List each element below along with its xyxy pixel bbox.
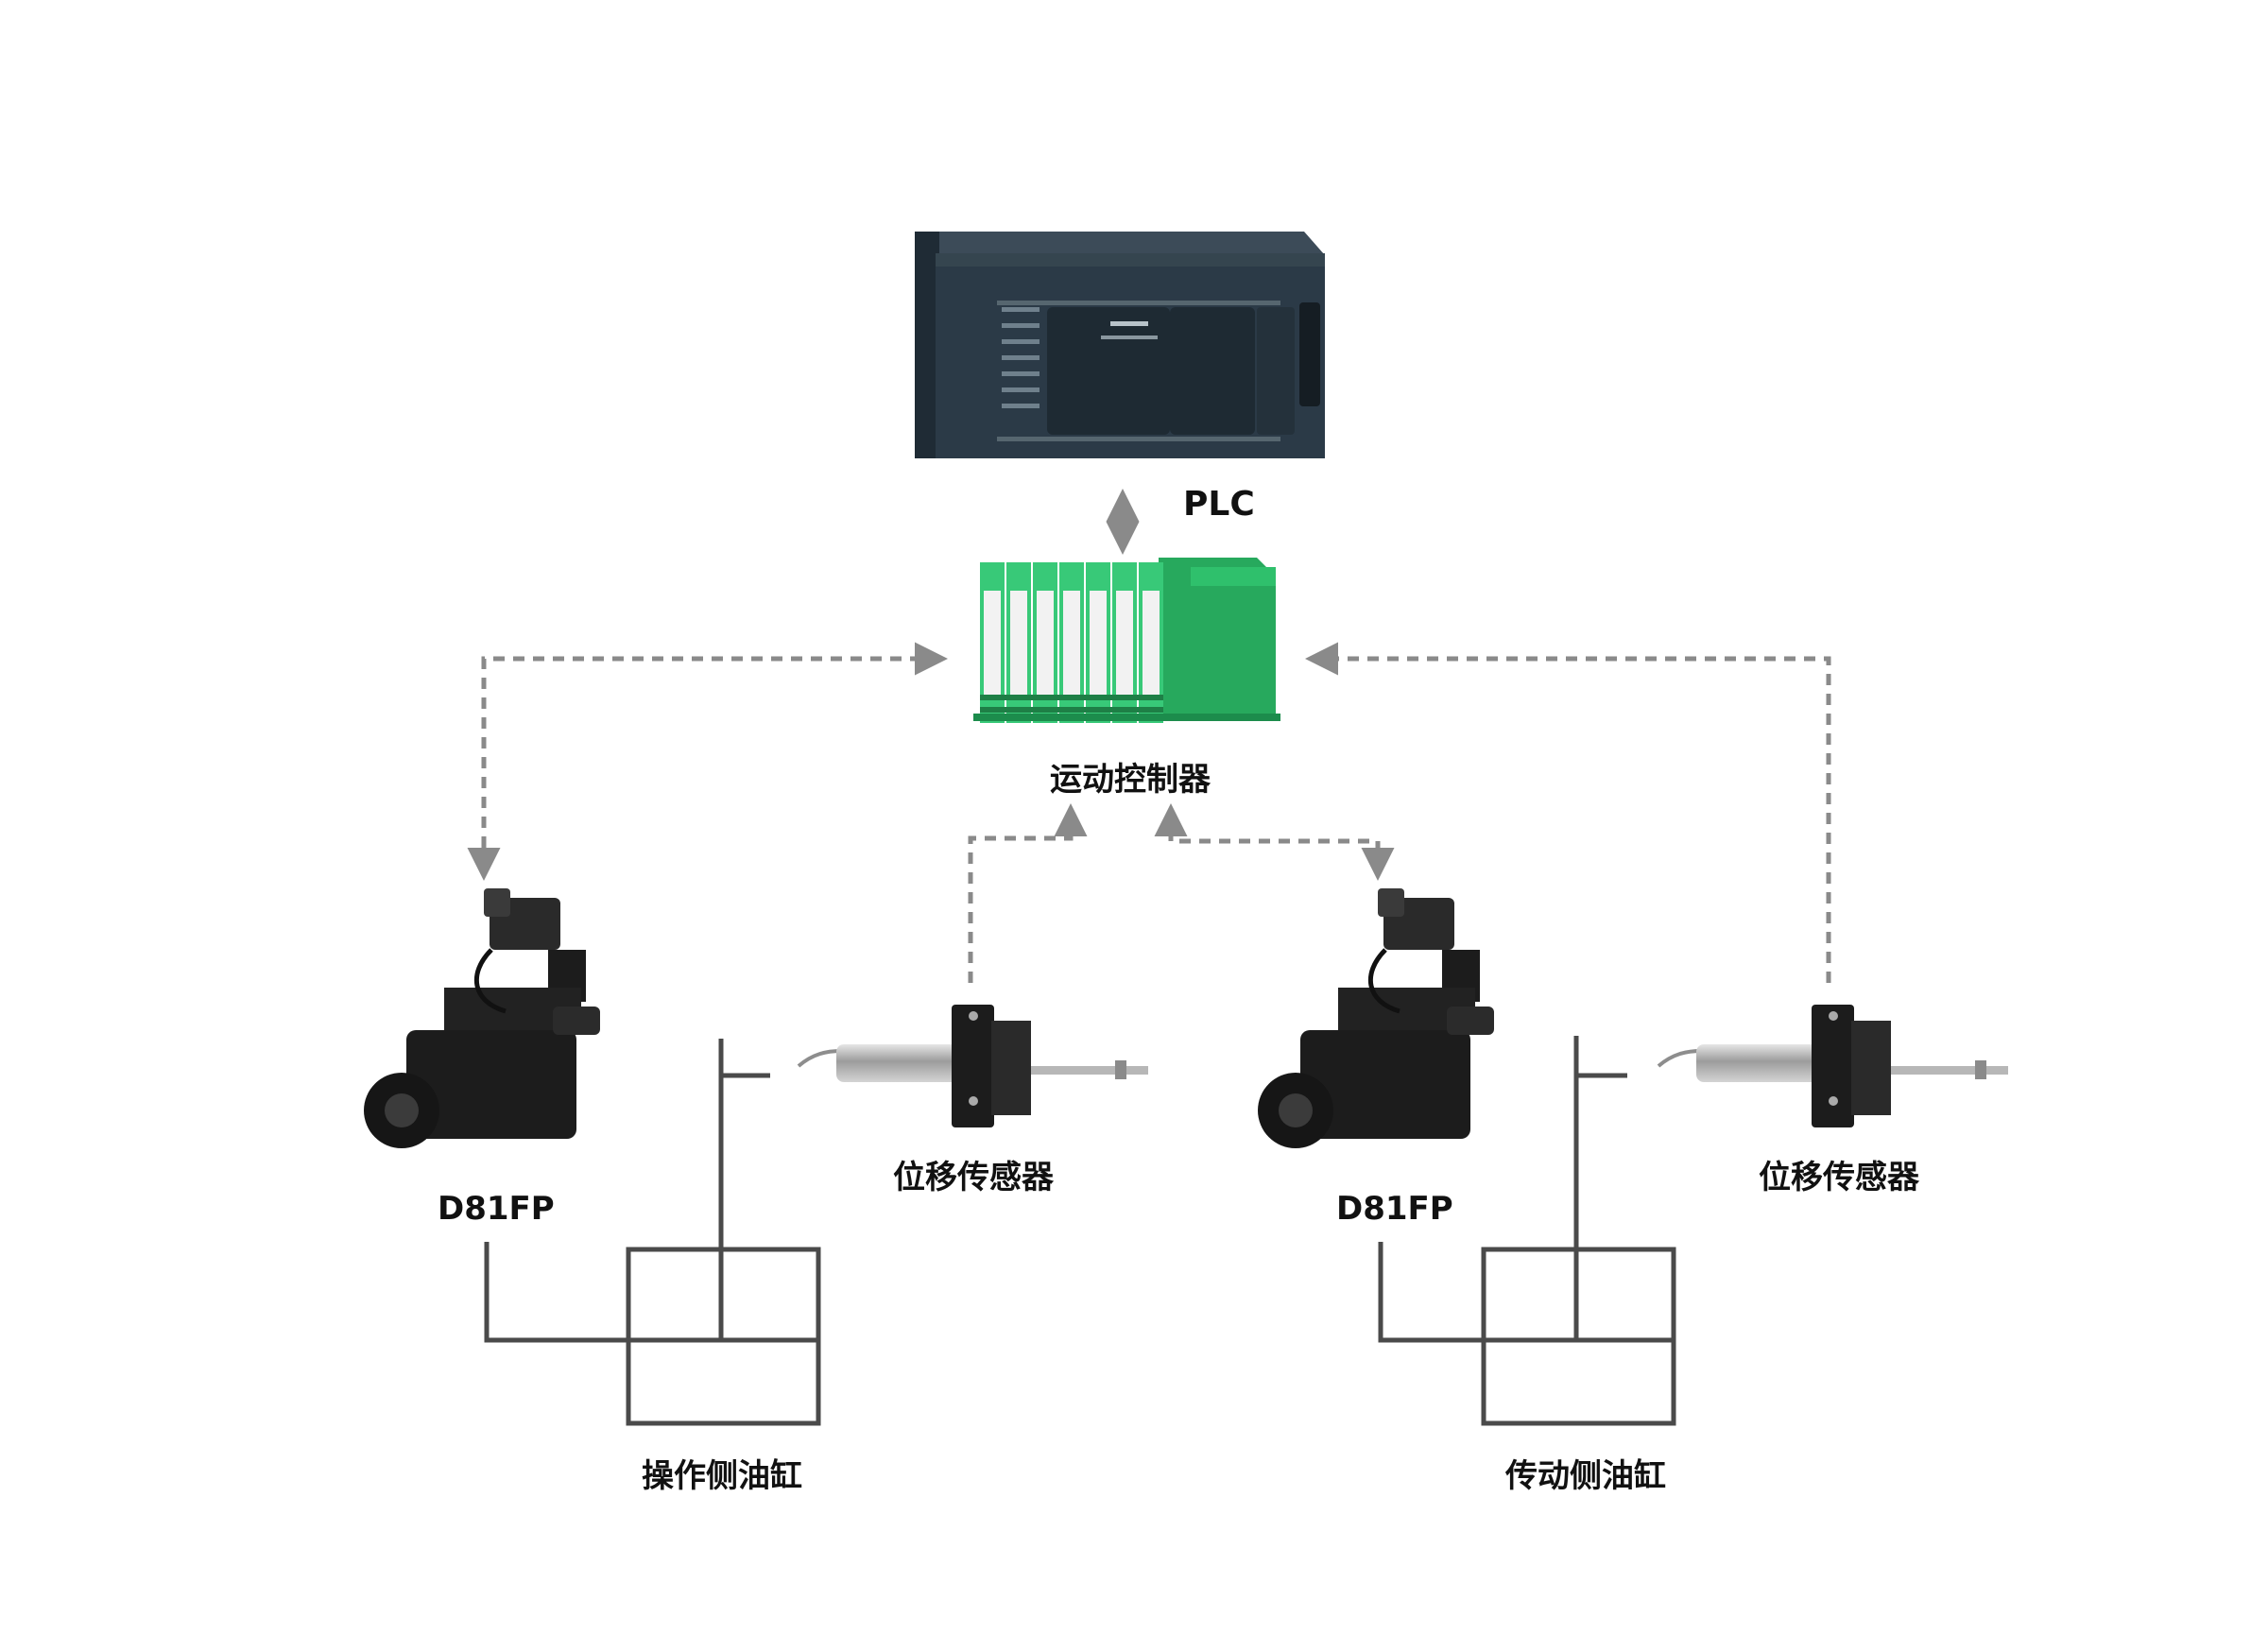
sensor-right-label: 位移传感器 <box>1759 1159 1920 1196</box>
displacement-sensor-icon <box>797 1005 1148 1127</box>
link-controller-valve-right <box>1154 803 1395 881</box>
plc-label: PLC <box>1183 485 1255 524</box>
din-rail-module-icon <box>973 558 1280 723</box>
displacement-sensor-icon <box>1657 1005 2008 1127</box>
link-sensor-left-controller <box>968 803 1088 983</box>
signal-links <box>467 489 1831 983</box>
servo-valve-icon <box>1258 888 1494 1148</box>
controller-label: 运动控制器 <box>1050 761 1211 799</box>
cylinder-left-label: 操作侧油缸 <box>642 1457 802 1495</box>
cylinder-right <box>1481 1247 1676 1426</box>
servo-valve-icon <box>364 888 600 1148</box>
plc-device-icon <box>915 232 1325 458</box>
sensor-left-label: 位移传感器 <box>893 1159 1055 1196</box>
valve-left-label: D81FP <box>438 1190 555 1228</box>
cylinder-left <box>626 1247 821 1426</box>
cylinder-right-label: 传动侧油缸 <box>1504 1457 1666 1495</box>
hydraulics <box>484 1036 1676 1426</box>
link-sensor-right-controller <box>1305 642 1831 983</box>
valve-right-label: D81FP <box>1336 1190 1453 1228</box>
hydraulic-line-left <box>484 1242 628 1343</box>
link-controller-valve-left <box>467 642 948 881</box>
hydraulic-line-right <box>1378 1242 1484 1343</box>
